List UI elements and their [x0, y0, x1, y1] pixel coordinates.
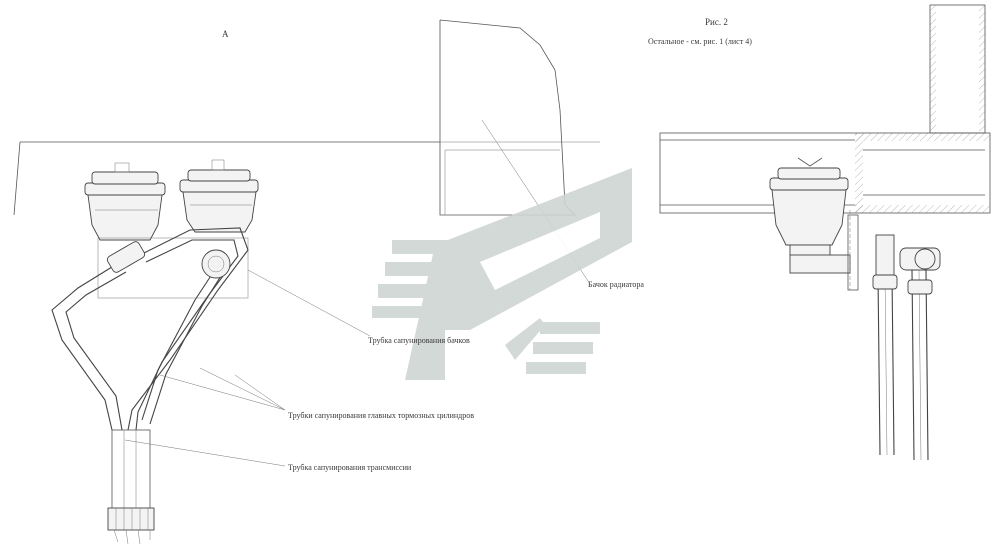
label-brake-cylinder-tubes: Трубки сапунирования главных тормозных ц…	[288, 411, 474, 420]
figure-number: Рис. 2	[705, 17, 728, 27]
right-view	[659, 4, 991, 461]
breather-tubes-left	[51, 227, 249, 545]
brake-reservoir-right	[179, 159, 259, 233]
brake-reservoir-side	[769, 157, 859, 291]
brake-reservoir-left	[84, 162, 166, 241]
figure-note: Остальное - см. рис. 1 (лист 4)	[648, 37, 752, 46]
label-transmission-tube: Трубка сапунирования трансмиссии	[288, 463, 412, 472]
left-view	[13, 19, 600, 545]
label-tanks-breather-tube: Трубка сапунирования бачков	[368, 336, 470, 345]
label-radiator-tank: Бачок радиатора	[588, 280, 644, 289]
chevron-logo-watermark	[372, 168, 632, 380]
view-letter: А	[222, 29, 229, 39]
breather-tubes-right	[872, 234, 941, 461]
